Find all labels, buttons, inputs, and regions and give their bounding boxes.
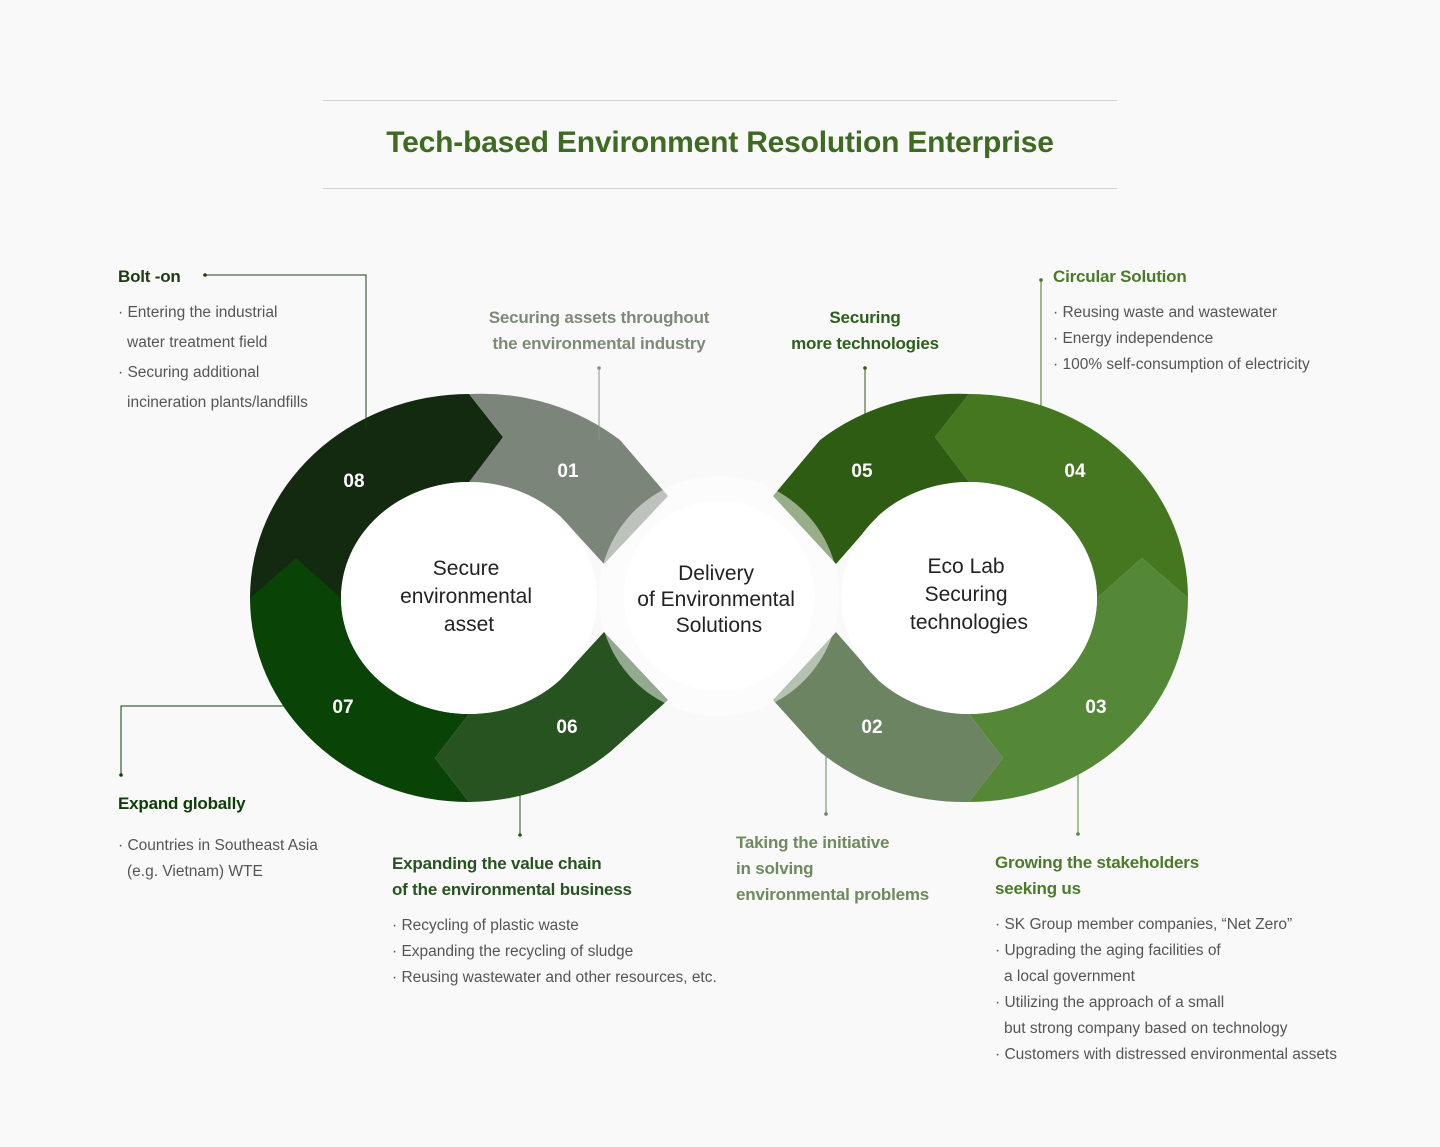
stakeholders-item: Customers with distressed environmental … xyxy=(995,1042,1395,1068)
center-hub-label: Delivery of Environmental Solutions xyxy=(637,562,800,637)
circular-item: Energy independence xyxy=(1053,326,1373,352)
tech-heading: Securing more technologies xyxy=(791,308,939,353)
right-loop-label: Eco Lab Securing technologies xyxy=(910,555,1028,634)
bolt-on-block: Bolt -on Entering the industrial water t… xyxy=(118,264,378,418)
step-number-06: 06 xyxy=(556,717,577,738)
stakeholders-heading: Growing the stakeholders seeking us xyxy=(995,853,1199,898)
value-chain-item: Expanding the recycling of sludge xyxy=(392,939,772,965)
segment-05 xyxy=(773,393,969,564)
circular-item: Reusing waste and wastewater xyxy=(1053,300,1373,326)
left-loop-label: Secure environmental asset xyxy=(400,557,538,636)
assets-block: Securing assets throughout the environme… xyxy=(460,305,738,357)
segment-01 xyxy=(469,393,668,564)
page-title: Tech-based Environment Resolution Enterp… xyxy=(386,126,1054,159)
title-bottom-rule xyxy=(323,188,1117,189)
segment-02 xyxy=(773,632,1003,803)
circular-block: Circular Solution Reusing waste and wast… xyxy=(1053,264,1373,378)
step-number-07: 07 xyxy=(332,697,353,718)
tech-block: Securing more technologies xyxy=(760,305,970,357)
segment-07 xyxy=(250,558,469,802)
segment-06 xyxy=(435,632,668,802)
expand-heading: Expand globally xyxy=(118,794,246,813)
stakeholders-block: Growing the stakeholders seeking us SK G… xyxy=(995,850,1395,1068)
value-chain-item: Recycling of plastic waste xyxy=(392,913,772,939)
title-top-rule xyxy=(323,100,1117,101)
segment-03 xyxy=(969,558,1188,802)
bolt-on-item: Securing additional incineration plants/… xyxy=(118,358,378,418)
center-hub xyxy=(624,501,814,691)
stakeholders-item: SK Group member companies, “Net Zero” xyxy=(995,912,1395,938)
step-number-05: 05 xyxy=(851,461,873,482)
bolt-on-item: Entering the industrial water treatment … xyxy=(118,298,378,358)
initiative-block: Taking the initiative in solving environ… xyxy=(736,830,976,908)
left-loop-disc xyxy=(341,482,597,714)
step-number-02: 02 xyxy=(861,717,882,738)
bolt-on-heading: Bolt -on xyxy=(118,267,181,286)
step-number-04: 04 xyxy=(1064,461,1086,482)
circular-heading: Circular Solution xyxy=(1053,267,1187,286)
right-loop-disc xyxy=(841,482,1097,714)
step-number-08: 08 xyxy=(343,471,364,492)
stakeholders-item: Upgrading the aging facilities of a loca… xyxy=(995,938,1395,990)
circular-item: 100% self-consumption of electricity xyxy=(1053,352,1373,378)
stakeholders-item: Utilizing the approach of a small but st… xyxy=(995,990,1395,1042)
step-number-03: 03 xyxy=(1085,697,1106,718)
value-chain-item: Reusing wastewater and other resources, … xyxy=(392,965,772,991)
segment-04 xyxy=(935,394,1188,598)
assets-heading: Securing assets throughout the environme… xyxy=(488,308,710,353)
leader-line-07 xyxy=(120,705,310,775)
initiative-heading: Taking the initiative in solving environ… xyxy=(736,833,930,904)
segment-08 xyxy=(250,394,503,598)
value-chain-block: Expanding the value chain of the environ… xyxy=(392,851,772,991)
expand-block: Expand globally Countries in Southeast A… xyxy=(118,791,378,885)
expand-item: Countries in Southeast Asia (e.g. Vietna… xyxy=(118,833,378,885)
value-chain-heading: Expanding the value chain of the environ… xyxy=(392,854,632,899)
step-number-01: 01 xyxy=(557,461,579,482)
